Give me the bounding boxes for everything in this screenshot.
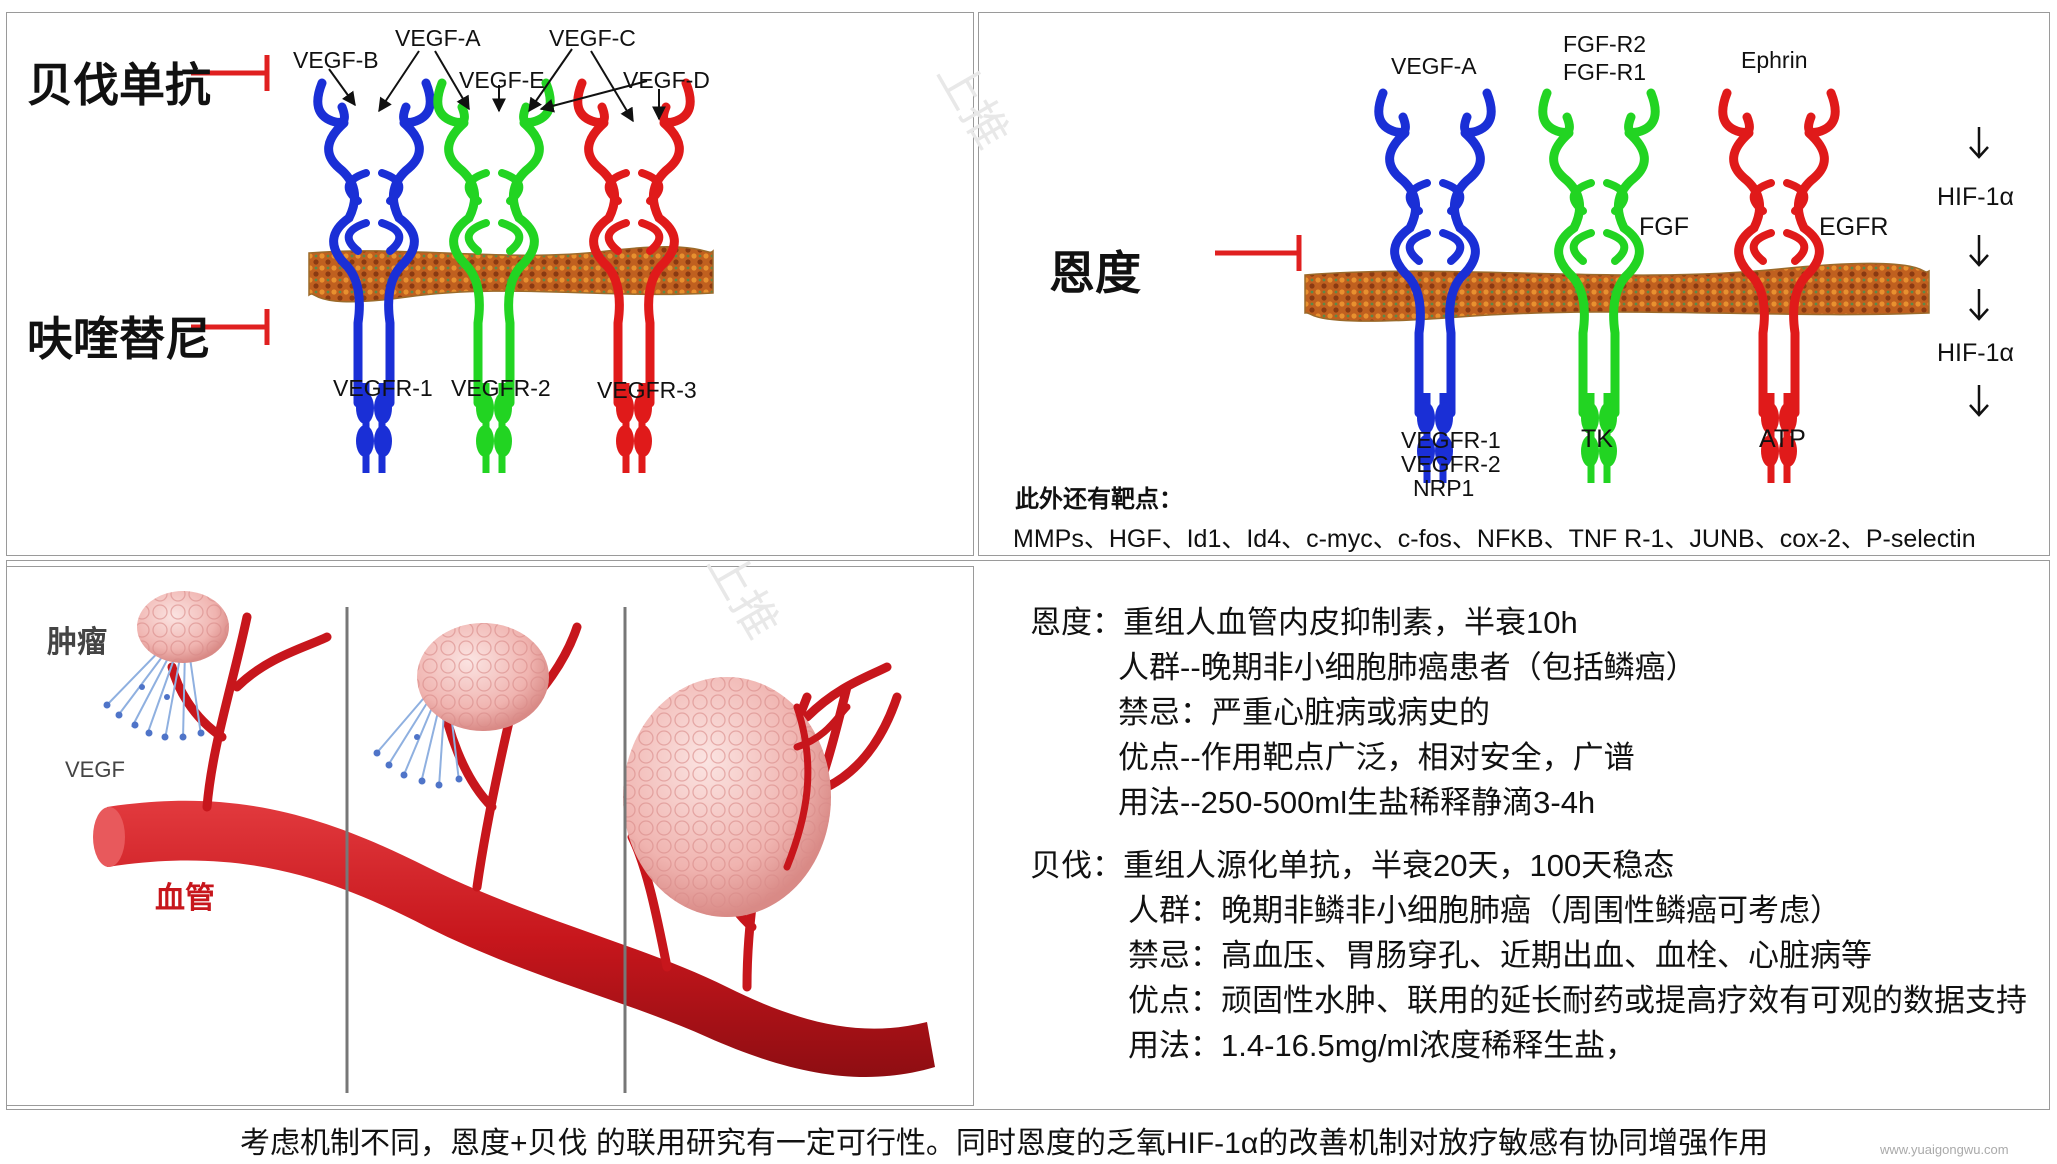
bev-line-5: 用法：1.4-16.5mg/ml浓度稀释生盐，: [1128, 1028, 1637, 1063]
label-vessel: 血管: [155, 882, 215, 915]
inhibit-symbol-top: [191, 55, 270, 91]
tumor-small: [137, 591, 229, 663]
site-watermark: www.yuaigongwu.com: [1880, 1142, 2009, 1157]
vegf-dots-2: [373, 734, 463, 789]
endostar-line-5: 用法--250-500ml生盐稀释静滴3-4h: [1118, 785, 1596, 820]
vessel-end: [93, 807, 125, 867]
panel-tumor-angiogenesis: 肿瘤 VEGF 血管: [6, 566, 974, 1106]
panel-endostar-targets: 恩度 VEGF-A FGF-R2 FGF-R1 Ephrin FGF EGFR …: [978, 12, 2050, 556]
label-vegf: VEGF: [65, 757, 125, 782]
endostar-line-4: 优点--作用靶点广泛，相对安全，广谱: [1118, 740, 1635, 775]
ligand-arrows: [328, 48, 666, 123]
label-hif-1a-bottom: HIF-1α: [1937, 339, 2014, 367]
vegf-dots-1: [103, 684, 205, 741]
label-hif-1a-top: HIF-1α: [1937, 183, 2014, 211]
label-nrp1: NRP1: [1413, 475, 1475, 501]
receptor-vegfr2-label: VEGFR-2: [451, 375, 551, 401]
blood-vessel: [107, 800, 935, 1077]
tumor-vessels: [783, 703, 851, 871]
bev-line-2: 人群：晚期非鳞非小细胞肺癌（周围性鳞癌可考虑）: [1128, 893, 1841, 928]
drug-endostar: 恩度: [1049, 247, 1141, 299]
label-egfr: EGFR: [1819, 213, 1889, 241]
panel-vegf-receptors: 贝伐单抗 呋喹替尼 VEGF-B VEGF-A VEGF-E VEGF-C VE…: [6, 12, 974, 556]
bev-line-4: 优点：顽固性水肿、联用的延长耐药或提高疗效有可观的数据支持: [1128, 983, 2027, 1018]
label-atp: ATP: [1759, 425, 1806, 453]
receptor-diagram-right: [1215, 13, 1989, 555]
endostar-line-3: 禁忌：严重心脏病或病史的: [1118, 695, 1490, 730]
ligand-vegf-c: VEGF-C: [549, 25, 636, 51]
footer-conclusion: 考虑机制不同，恩度+贝伐 的联用研究有一定可行性。同时恩度的乏氧HIF-1α的改…: [240, 1127, 1769, 1160]
bev-line-1: 贝伐：重组人源化单抗，半衰20天，100天稳态: [1030, 848, 1675, 883]
inhibit-symbol-bottom: [191, 309, 270, 345]
label-vegfr2-right: VEGFR-2: [1401, 451, 1501, 477]
endostar-line-2: 人群--晚期非小细胞肺癌患者（包括鳞癌）: [1118, 650, 1697, 685]
other-targets-list: MMPs、HGF、Id1、Id4、c-myc、c-fos、NFKB、TNF R-…: [1013, 525, 1976, 553]
ligand-vegf-a-right: VEGF-A: [1391, 53, 1477, 79]
bev-line-3: 禁忌：高血压、胃肠穿孔、近期出血、血栓、心脏病等: [1128, 938, 1872, 973]
drug-notes: 恩度：重组人血管内皮抑制素，半衰10h 人群--晚期非小细胞肺癌患者（包括鳞癌）…: [1030, 600, 2040, 1068]
angiogenesis-illustration: [93, 591, 935, 1093]
ligand-vegf-e: VEGF-E: [459, 67, 545, 93]
label-tumor: 肿瘤: [47, 626, 107, 659]
inhibit-symbol-endostar: [1215, 235, 1302, 271]
label-tk: TK: [1581, 425, 1613, 453]
other-targets-title: 此外还有靶点：: [1015, 486, 1183, 513]
receptor-diagram-left: [191, 48, 714, 555]
ligand-vegf-d: VEGF-D: [623, 67, 710, 93]
drug-bevacizumab: 贝伐单抗: [27, 59, 211, 111]
endostar-line-1: 恩度：重组人血管内皮抑制素，半衰10h: [1030, 605, 1578, 640]
label-vegfr1-right: VEGFR-1: [1401, 427, 1501, 453]
ligand-ephrin: Ephrin: [1741, 47, 1808, 73]
hif-arrows: [1969, 127, 1989, 417]
tumor-large: [623, 677, 831, 917]
ligand-fgf-r2: FGF-R2: [1563, 31, 1647, 57]
ligand-vegf-a: VEGF-A: [395, 25, 481, 51]
tumor-medium: [417, 623, 549, 731]
drug-fruquintinib: 呋喹替尼: [27, 313, 211, 365]
ligand-fgf-r1: FGF-R1: [1563, 59, 1647, 85]
receptor-vegfr3-label: VEGFR-3: [597, 377, 697, 403]
label-fgf: FGF: [1639, 213, 1689, 241]
ligand-vegf-b: VEGF-B: [293, 47, 379, 73]
receptor-vegfr1-label: VEGFR-1: [333, 375, 433, 401]
